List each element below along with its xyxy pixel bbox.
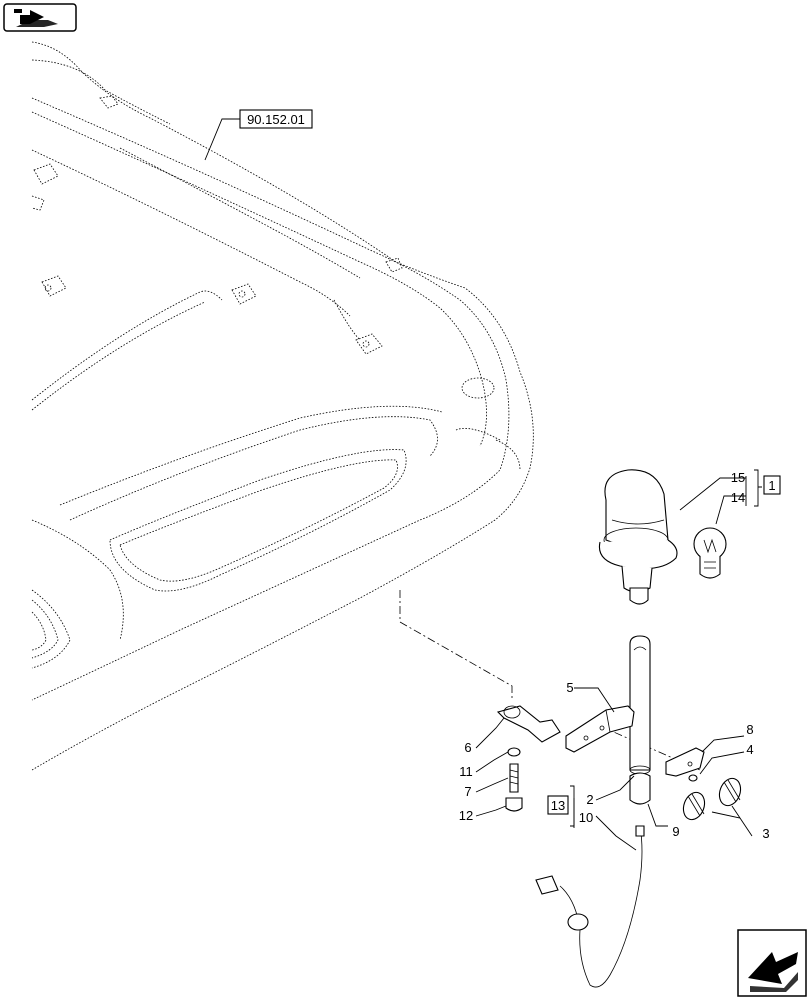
bolt[interactable] [509, 763, 519, 793]
callout-5: 5 [566, 680, 573, 695]
callout-8: 8 [746, 722, 753, 737]
hinge-bracket[interactable] [496, 705, 561, 743]
beacon-lamp[interactable] [598, 469, 678, 605]
callout-14: 14 [731, 490, 745, 505]
sleeve[interactable] [629, 772, 651, 805]
cab-roof [31, 41, 534, 771]
callout-4: 4 [746, 742, 753, 757]
callout-10: 10 [579, 810, 593, 825]
callout-11: 11 [459, 764, 473, 779]
washer[interactable] [688, 774, 698, 782]
callout-2: 2 [586, 792, 593, 807]
reference-label: 90.152.01 [247, 112, 305, 127]
bulb[interactable] [693, 527, 727, 579]
previous-page-arrow-icon [14, 9, 58, 27]
callout-12: 12 [459, 808, 473, 823]
next-page-button[interactable] [737, 929, 807, 997]
next-page-arrow-icon [748, 952, 798, 992]
reference-callout[interactable]: 90.152.01 [204, 109, 313, 161]
group-bracket-15-14 [754, 469, 762, 507]
callout-1: 1 [768, 478, 775, 493]
previous-page-button[interactable] [3, 3, 77, 32]
bracket[interactable] [565, 705, 635, 753]
nut[interactable] [505, 797, 523, 812]
callout-1-box [763, 475, 781, 495]
clamp-plate[interactable] [665, 747, 705, 777]
cable-harness[interactable] [535, 825, 645, 988]
callout-13-box [547, 795, 569, 815]
callout-7: 7 [464, 784, 471, 799]
callout-3: 3 [762, 826, 769, 841]
callout-9: 9 [672, 824, 679, 839]
callout-15: 15 [731, 470, 745, 485]
group-bracket-13 [570, 785, 575, 827]
mounting-centerline [399, 590, 513, 700]
callout-numbers: 15 14 1 5 8 4 3 2 9 10 13 6 11 7 12 [459, 470, 781, 841]
callout-13: 13 [551, 798, 565, 813]
knobs[interactable] [680, 775, 744, 822]
mounting-rod[interactable] [629, 635, 651, 775]
small-washer[interactable] [507, 747, 521, 757]
callout-6: 6 [464, 740, 471, 755]
